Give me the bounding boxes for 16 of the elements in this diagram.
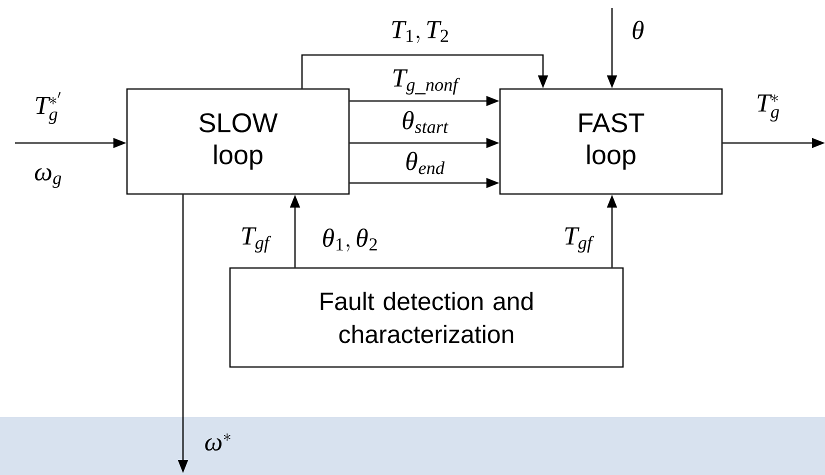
edge-label: $T_g^{*'}$ <box>36 92 61 124</box>
arrow <box>301 54 548 88</box>
edge-label: $T_1,T_2$ <box>392 21 448 43</box>
process-box: SLOW loop <box>126 88 350 195</box>
edge-label: $\theta$ <box>632 20 644 40</box>
edge-label: $\theta_{start}$ <box>402 110 448 134</box>
edge-label: $T_{gf}$ <box>242 227 272 253</box>
signal-label: $\theta_1,\theta_2$ <box>323 228 377 252</box>
edge-label: $T_{g\_nonf}$ <box>393 69 460 95</box>
edge-label: $T_g^{*}$ <box>758 94 779 122</box>
process-box: FAST loop <box>499 88 723 195</box>
signal-label: $\omega_g$ <box>34 168 62 188</box>
edge-label: $T_{gf}$ <box>565 227 594 253</box>
edge-label: $\omega^{*}$ <box>205 433 230 451</box>
edge-label: $\theta_{end}$ <box>406 152 445 174</box>
process-box: Fault detection and characterization <box>229 267 624 368</box>
